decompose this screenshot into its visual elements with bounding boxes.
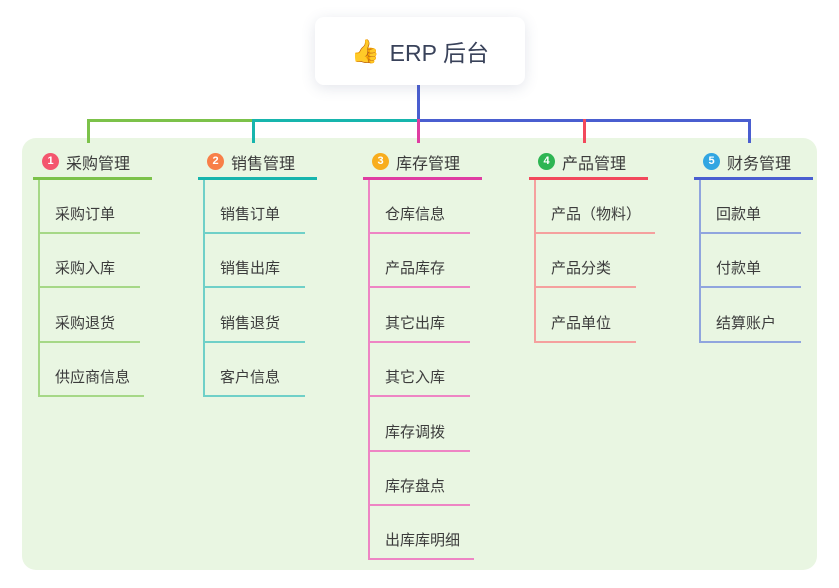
branch-node[interactable]: 2 销售管理 — [198, 146, 317, 180]
mindmap-item[interactable]: 销售出库 — [203, 258, 305, 288]
mindmap-item[interactable]: 回款单 — [699, 204, 801, 234]
mindmap-item[interactable]: 产品单位 — [534, 313, 636, 343]
branch-spine-line — [368, 180, 370, 560]
mindmap-item[interactable]: 客户信息 — [203, 367, 305, 397]
branch-spine-line — [38, 180, 40, 397]
branch-node[interactable]: 1 采购管理 — [33, 146, 152, 180]
branch-spine-line — [203, 180, 205, 397]
mindmap-item[interactable]: 采购入库 — [38, 258, 140, 288]
bus-line-segment — [253, 119, 418, 122]
branch-number-badge: 2 — [207, 153, 224, 170]
mindmap-item[interactable]: 供应商信息 — [38, 367, 145, 397]
thumbs-up-icon: 👍 — [351, 37, 380, 64]
branch-drop-line — [416, 119, 420, 143]
mindmap-item[interactable]: 库存盘点 — [368, 476, 470, 506]
branch-number-badge: 3 — [372, 153, 389, 170]
branch-drop-line — [251, 119, 255, 143]
mindmap-item[interactable]: 产品（物料） — [534, 204, 656, 234]
branch-number-badge: 4 — [538, 153, 555, 170]
branch-label: 产品管理 — [562, 155, 627, 173]
branch-label: 销售管理 — [231, 155, 296, 173]
mindmap-item[interactable]: 仓库信息 — [368, 204, 470, 234]
mindmap-item[interactable]: 采购退货 — [38, 313, 140, 343]
mindmap-item[interactable]: 销售退货 — [203, 313, 305, 343]
mindmap-item[interactable]: 结算账户 — [699, 313, 801, 343]
branch-label: 库存管理 — [396, 155, 461, 173]
branch-spine-line — [534, 180, 536, 343]
branch-drop-line — [747, 119, 751, 143]
mindmap-item[interactable]: 出库库明细 — [368, 530, 475, 560]
branch-drop-line — [86, 119, 90, 143]
branch-node[interactable]: 4 产品管理 — [529, 146, 648, 180]
mindmap-item[interactable]: 产品分类 — [534, 258, 636, 288]
branch-number-badge: 1 — [42, 153, 59, 170]
mindmap-item[interactable]: 销售订单 — [203, 204, 305, 234]
mindmap-item[interactable]: 产品库存 — [368, 258, 470, 288]
mindmap-item[interactable]: 采购订单 — [38, 204, 140, 234]
mindmap-item[interactable]: 付款单 — [699, 258, 801, 288]
root-title: ERP 后台 — [389, 40, 489, 66]
mindmap-item[interactable]: 其它出库 — [368, 313, 470, 343]
mindmap-item[interactable]: 库存调拨 — [368, 422, 470, 452]
root-stem-line — [416, 84, 420, 122]
mindmap-panel — [22, 138, 817, 570]
branch-node[interactable]: 3 库存管理 — [363, 146, 482, 180]
branch-label: 采购管理 — [66, 155, 131, 173]
mindmap-item[interactable]: 其它入库 — [368, 367, 470, 397]
root-node[interactable]: 👍 ERP 后台 — [315, 17, 525, 85]
branch-node[interactable]: 5 财务管理 — [694, 146, 813, 180]
branch-drop-line — [582, 119, 586, 143]
branch-spine-line — [699, 180, 701, 343]
branch-label: 财务管理 — [727, 155, 792, 173]
bus-line-segment — [86, 119, 253, 122]
branch-number-badge: 5 — [703, 153, 720, 170]
